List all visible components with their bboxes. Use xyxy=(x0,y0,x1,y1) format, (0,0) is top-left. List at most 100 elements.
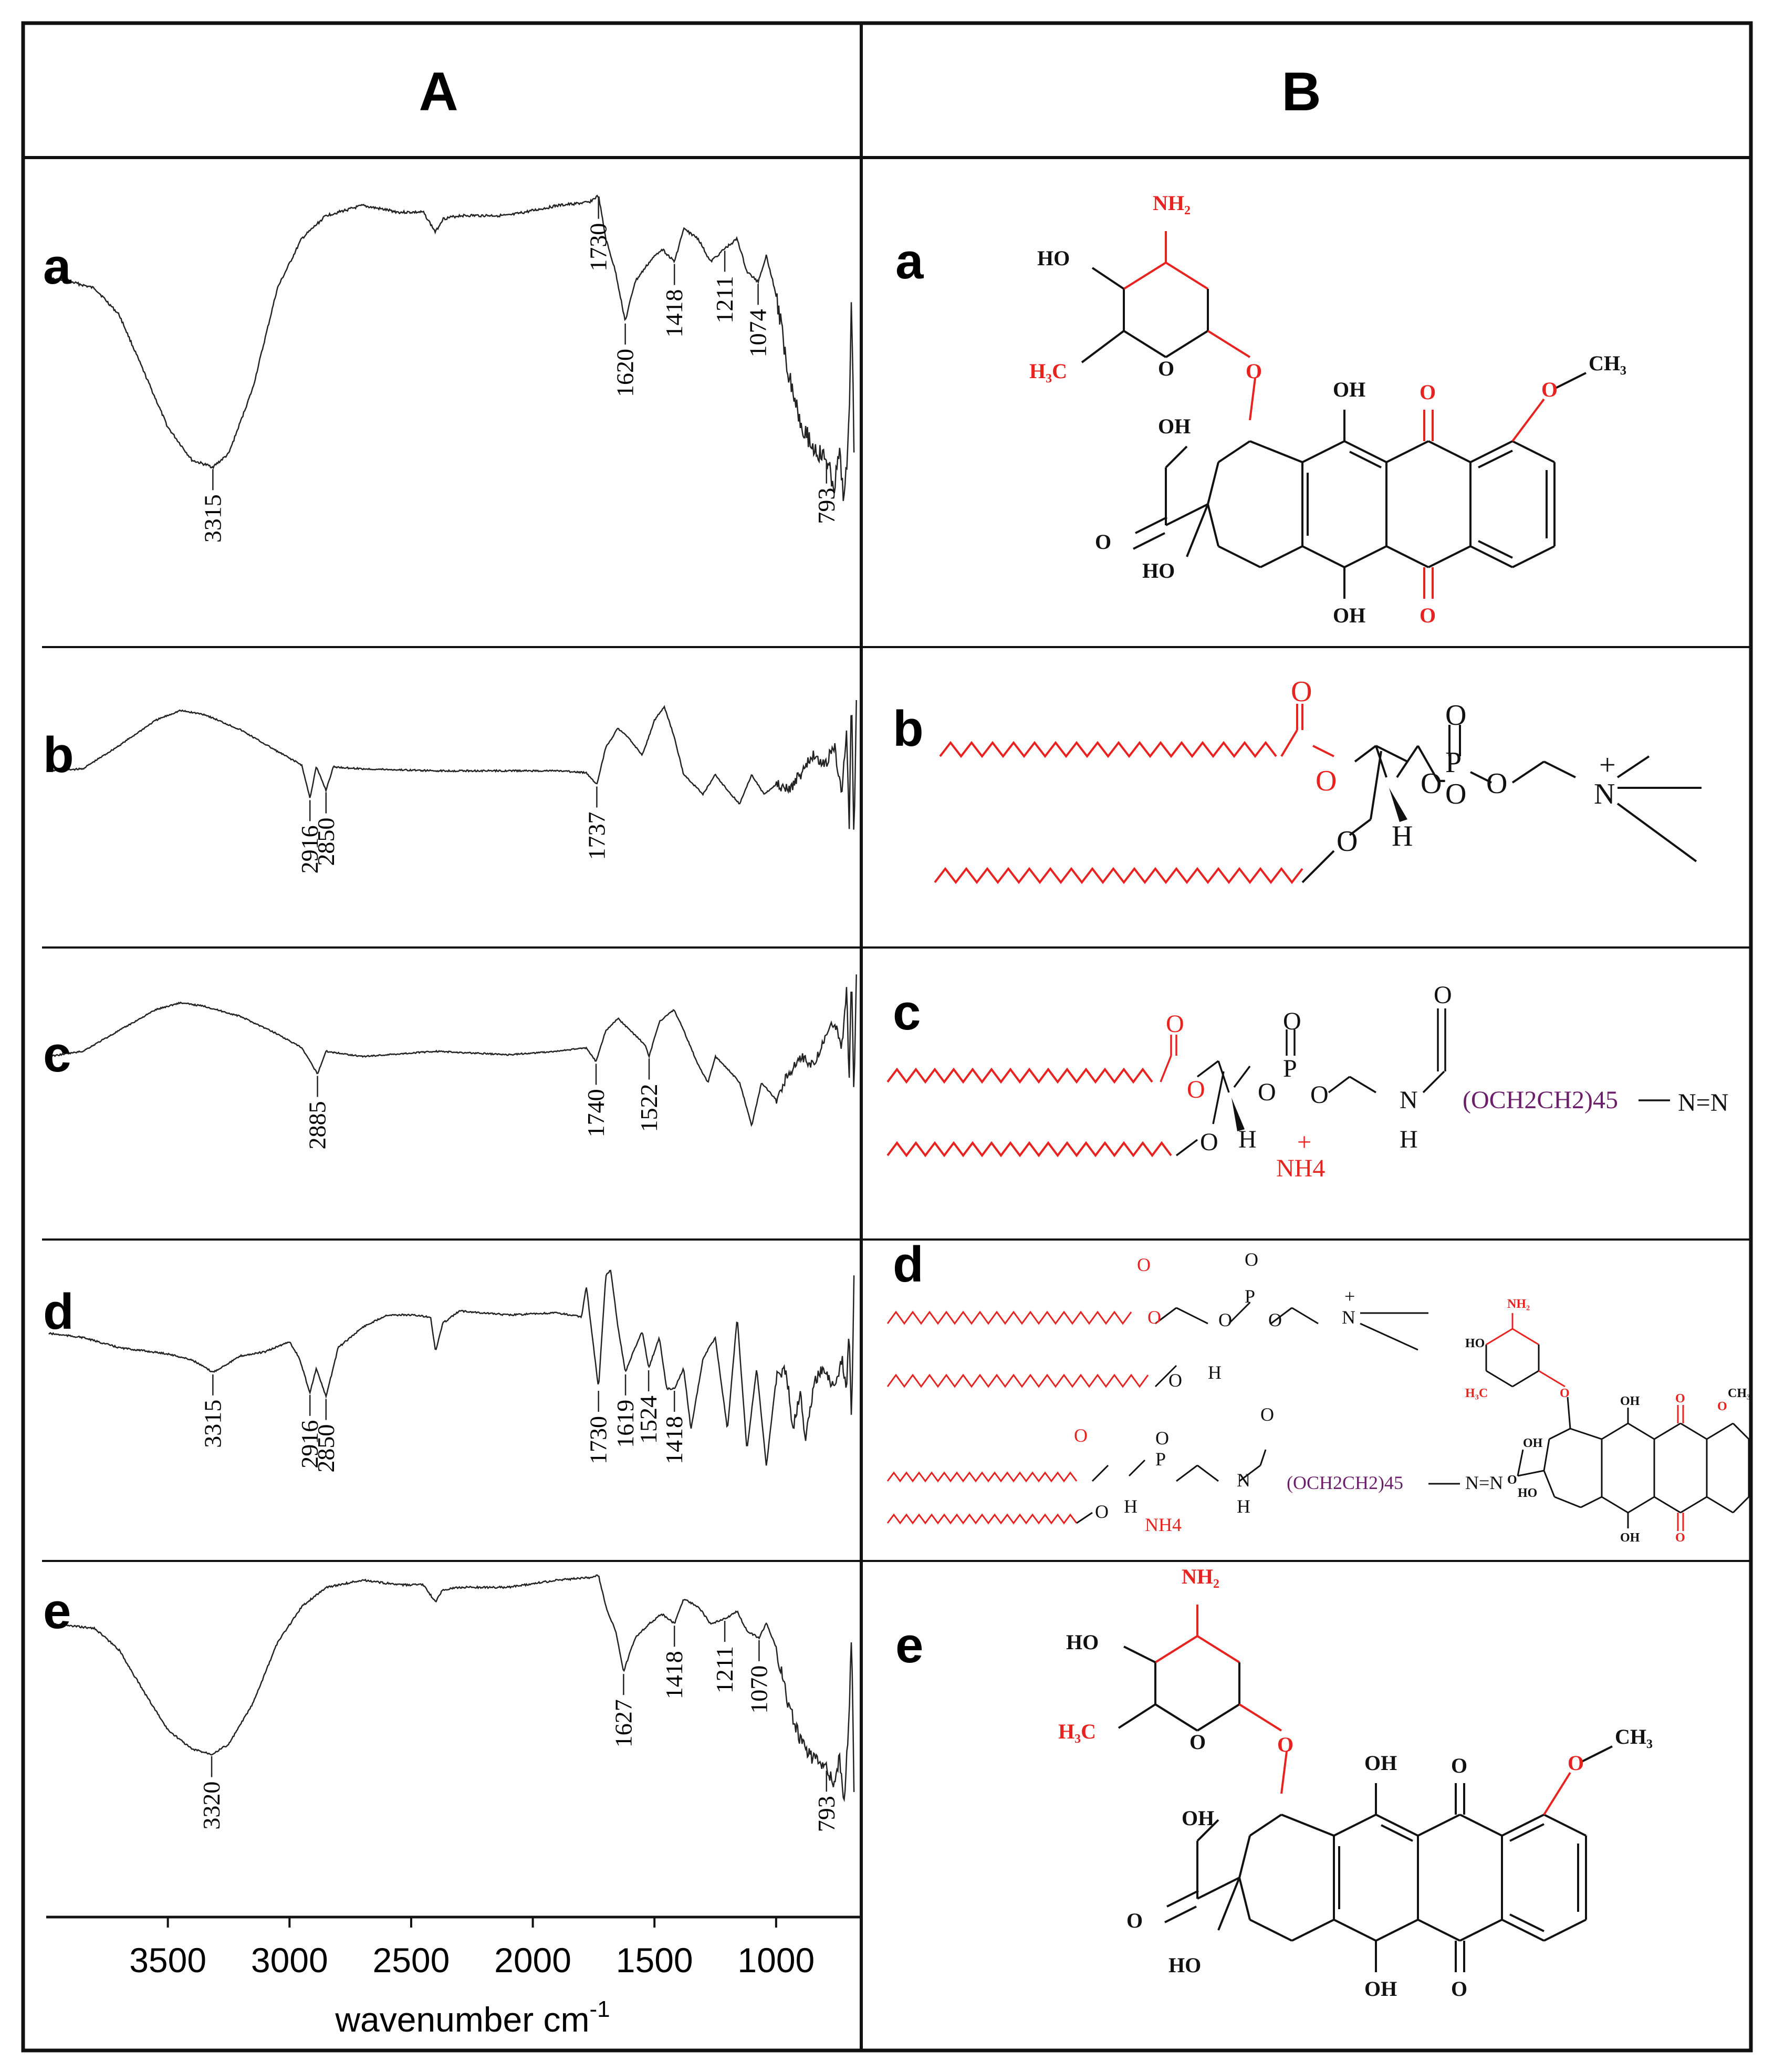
structure-a-atoms: NH₂ HO H₃C O O OH O O CH₃ OH O HO OH O xyxy=(1029,191,1626,627)
atom-o: O xyxy=(1155,1428,1169,1449)
panel-label-a: a xyxy=(43,238,71,295)
atom-o: O xyxy=(1421,767,1442,800)
structure-c-bonds xyxy=(1160,1008,1670,1157)
ammonium: NH4 xyxy=(1276,1154,1325,1182)
peak-label: 2850 xyxy=(312,818,339,866)
atom-o-quin-top: O xyxy=(1451,1754,1467,1777)
lipid-chain-3 xyxy=(886,1471,1078,1483)
ammonium: NH4 xyxy=(1145,1514,1182,1535)
structure-label-b: b xyxy=(893,701,924,757)
atom-n: N xyxy=(1594,778,1615,810)
structure-d-atoms: O O O P O O N + O H O O P O N H (OCH2CH2… xyxy=(1074,1249,1503,1535)
peak-label: 1418 xyxy=(661,1651,687,1699)
atom-o: O xyxy=(1316,765,1337,797)
structure-a-bonds xyxy=(1081,231,1587,599)
atom-ch3: CH₃ xyxy=(1728,1387,1750,1400)
structure-d: d xyxy=(886,1236,1750,1545)
atom-oh-top: OH xyxy=(1333,378,1365,401)
atom-o-methoxy: O xyxy=(1541,378,1558,401)
atom-ho-ring: HO xyxy=(1142,559,1175,582)
peak-label: 1070 xyxy=(745,1665,772,1714)
spectrum-line-b xyxy=(48,700,857,830)
peak-label: 1418 xyxy=(661,1416,687,1464)
atom-o-ring: O xyxy=(1158,357,1174,380)
atom-n: N xyxy=(1342,1307,1355,1328)
lipid-chain-1 xyxy=(939,741,1277,758)
atom-o-quin-bottom: O xyxy=(1420,603,1436,627)
atom-o: O xyxy=(1434,981,1452,1009)
peak-label: 1737 xyxy=(583,812,610,860)
x-axis-label: wavenumber cm-1 xyxy=(335,1996,610,2039)
atom-o: O xyxy=(1218,1309,1232,1330)
structure-b-bonds xyxy=(1280,704,1702,883)
atom-o-quin-top: O xyxy=(1420,380,1436,404)
atom-o: O xyxy=(1675,1531,1685,1545)
wedge-bond xyxy=(1232,1098,1245,1131)
structure-e-bonds xyxy=(1118,1605,1613,1972)
spectrum-line-e xyxy=(48,1574,855,1803)
peak-label: 1524 xyxy=(635,1396,662,1444)
atom-ho: HO xyxy=(1037,246,1070,270)
atom-o: O xyxy=(1507,1473,1517,1487)
structure-label-e: e xyxy=(895,1617,923,1673)
atom-p: P xyxy=(1155,1449,1166,1470)
atom-plus: + xyxy=(1599,749,1616,782)
atom-h: H xyxy=(1237,1496,1250,1517)
x-tick-label: 2000 xyxy=(494,1941,571,1980)
atom-p: P xyxy=(1283,1055,1297,1082)
structure-label-c: c xyxy=(893,984,921,1040)
atom-h3c: H₃C xyxy=(1058,1720,1096,1743)
peg-group: (OCH2CH2)45 xyxy=(1287,1472,1403,1493)
atom-oh-bottom: OH xyxy=(1364,1977,1397,2001)
peak-label: 1418 xyxy=(661,289,687,338)
header-a: A xyxy=(419,61,458,122)
panel-label-d: d xyxy=(43,1284,74,1340)
atom-h: H xyxy=(1238,1126,1257,1153)
x-tick-label: 2500 xyxy=(373,1941,450,1980)
atom-oh-side: OH xyxy=(1182,1806,1214,1830)
azide-group: N=N xyxy=(1465,1472,1503,1493)
x-tick-label: 1500 xyxy=(616,1941,693,1980)
atom-oh: OH xyxy=(1523,1436,1543,1450)
peak-label: 793 xyxy=(813,1796,840,1832)
spectrum-line-c xyxy=(48,974,857,1127)
structure-e-atoms: NH₂ HO H₃C O O OH O O CH₃ OH O HO OH O xyxy=(1058,1565,1653,2001)
atom-o-glyco: O xyxy=(1246,359,1262,383)
atom-p: P xyxy=(1445,746,1462,779)
atom-ho: HO xyxy=(1066,1630,1099,1654)
structure-a: a xyxy=(895,191,1626,627)
atom-o: O xyxy=(1166,1010,1184,1038)
atom-plus: + xyxy=(1344,1286,1355,1307)
panel-label-e: e xyxy=(43,1583,71,1639)
atom-oh-top: OH xyxy=(1364,1751,1397,1775)
atom-o: O xyxy=(1675,1392,1685,1405)
atom-h: H xyxy=(1392,820,1413,852)
atom-o: O xyxy=(1258,1078,1276,1106)
peak-label: 793 xyxy=(813,488,840,524)
atom-ch3: CH₃ xyxy=(1615,1725,1653,1748)
atom-oh-bottom: OH xyxy=(1333,603,1365,627)
atom-o: O xyxy=(1187,1076,1205,1103)
atom-o: O xyxy=(1445,778,1466,810)
lipid-chain-1 xyxy=(886,1310,1132,1325)
atom-o: O xyxy=(1137,1254,1151,1275)
peg-group: (OCH2CH2)45 xyxy=(1463,1086,1618,1114)
peak-label: 1627 xyxy=(610,1699,636,1747)
peak-label: 3320 xyxy=(198,1782,225,1830)
structure-d-bonds xyxy=(1076,1301,1750,1531)
atom-n: N xyxy=(1237,1470,1250,1491)
atom-o-ring: O xyxy=(1189,1730,1206,1754)
atom-o: O xyxy=(1268,1309,1282,1330)
structure-c-atoms: O O O P O O N H O (OCH2CH2)45 N=N O H NH… xyxy=(1166,981,1728,1182)
atom-o: O xyxy=(1260,1404,1274,1425)
panel-label-b: b xyxy=(43,727,74,783)
atom-o: O xyxy=(1200,1128,1218,1156)
peak-label: 1211 xyxy=(711,1646,738,1693)
atom-o-keto: O xyxy=(1095,530,1111,554)
atom-h: H xyxy=(1124,1496,1138,1517)
atom-nh2: NH₂ xyxy=(1507,1297,1530,1311)
structure-b-atoms: O O O P O O - O N + O H xyxy=(1291,675,1616,858)
atom-o: O xyxy=(1337,825,1358,858)
